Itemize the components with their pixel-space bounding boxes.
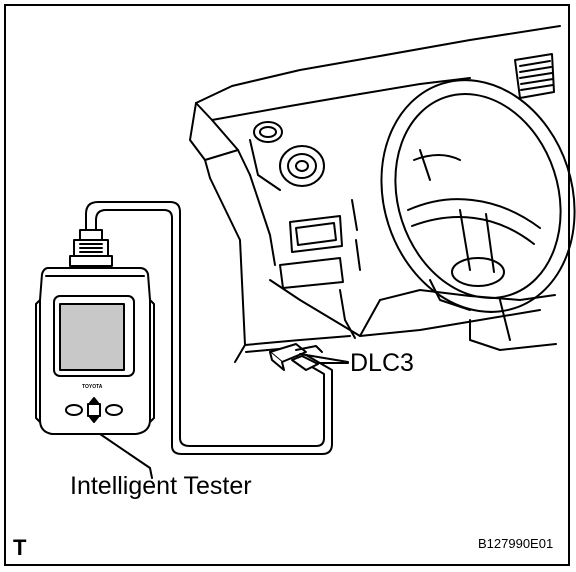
brand-logo-text: TOYOTA [82, 384, 103, 390]
steering-wheel [380, 79, 576, 313]
dlc3-label: DLC3 [350, 349, 414, 377]
intelligent-tester-label: Intelligent Tester [70, 472, 252, 500]
tester-cable [85, 201, 333, 455]
tester-leader-line [99, 433, 153, 479]
intelligent-tester-device [35, 229, 155, 435]
dlc3-connector [269, 343, 349, 371]
figure-code: B127990E01 [478, 536, 554, 551]
dashboard-drawing [189, 25, 576, 363]
air-vent [249, 121, 325, 191]
corner-mark: T [13, 535, 27, 560]
